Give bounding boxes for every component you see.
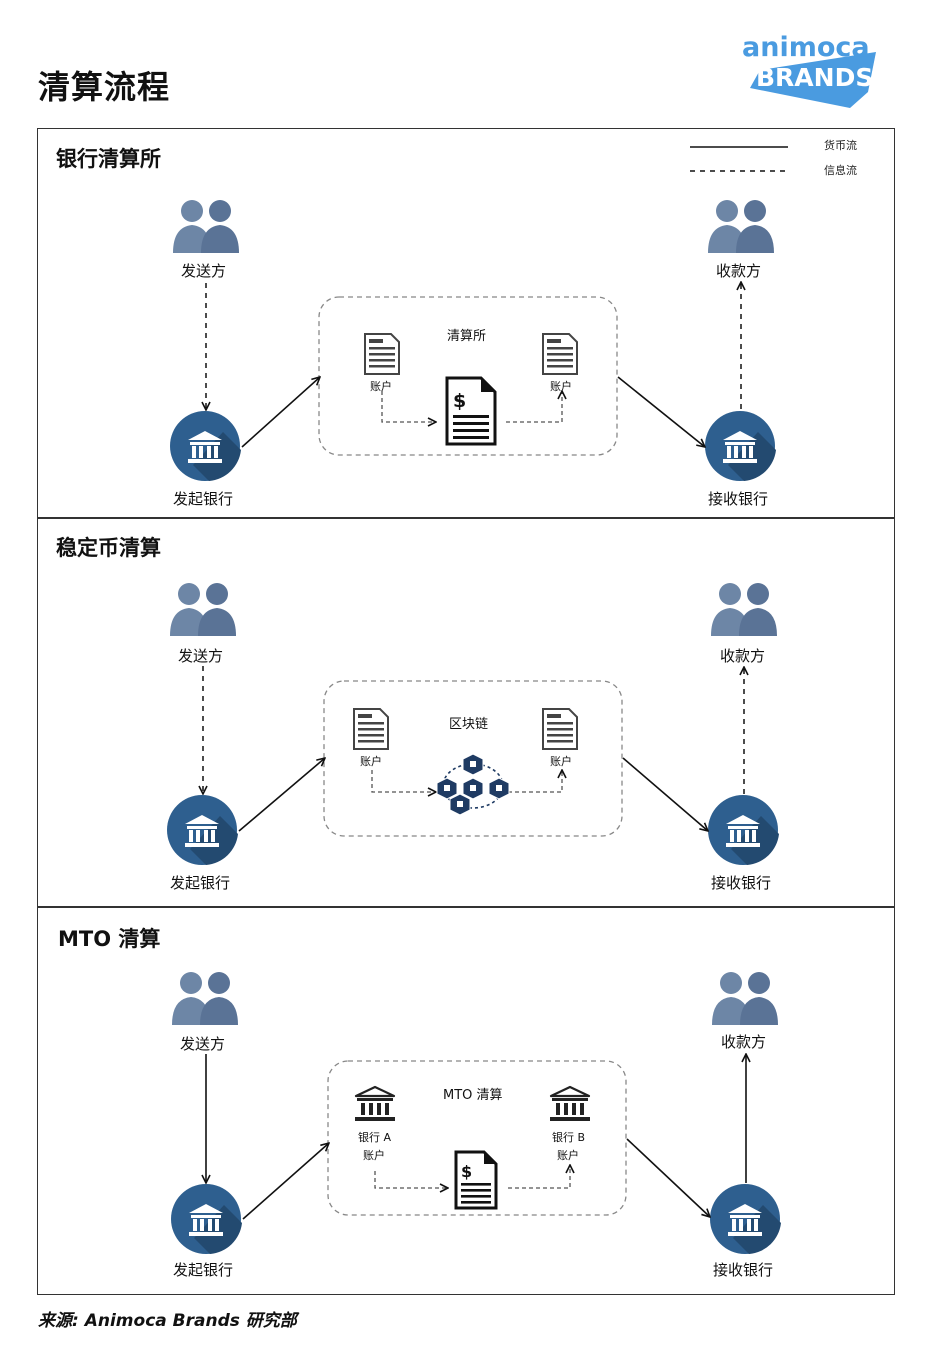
ledger-dollar-doc-icon: $ (454, 1150, 498, 1210)
receiving-bank-icon (705, 411, 776, 481)
receiving-bank-icon (708, 795, 779, 865)
sender-label: 发送方 (178, 647, 224, 665)
account-label-right: 账户 (550, 755, 572, 768)
svg-text:$: $ (461, 1162, 472, 1181)
bank-a-label: 银行 A (358, 1131, 392, 1144)
account-label-right: 账户 (557, 1149, 579, 1162)
account-doc-icon (364, 333, 400, 375)
animoca-brands-logo: animoca BRANDS (738, 26, 888, 110)
account-doc-icon (542, 333, 578, 375)
panel-stablecoin-clearing: 稳定币清算 发送方 收款方 发起银行 接收银行 (37, 517, 895, 908)
legend (690, 146, 788, 172)
svg-text:BRANDS: BRANDS (756, 63, 873, 92)
receiver-label: 收款方 (716, 262, 762, 280)
panel-mto-clearing: MTO 清算 发送方 收款方 发起银行 接收银行 (37, 906, 895, 1295)
account-label-left: 账户 (370, 380, 392, 393)
receiver-people-icon (712, 972, 778, 1025)
sending-bank-icon (167, 795, 238, 865)
flow-arrows (38, 666, 896, 837)
receiver-people-icon (708, 200, 774, 253)
sender-label: 发送方 (181, 262, 227, 280)
sender-people-icon (170, 583, 236, 636)
sending-bank-icon (171, 1184, 242, 1254)
account-doc-icon (353, 708, 389, 750)
svg-text:$: $ (453, 390, 466, 412)
account-label-left: 账户 (363, 1149, 385, 1162)
center-label: 区块链 (449, 717, 489, 732)
panel-title: 银行清算所 (56, 147, 161, 171)
bank-b-label: 银行 B (552, 1131, 586, 1144)
receiving-bank-label: 接收银行 (711, 874, 772, 892)
panel-title: MTO 清算 (58, 927, 161, 951)
flow-arrows (38, 129, 896, 456)
center-label: 清算所 (447, 329, 487, 344)
sender-people-icon (172, 972, 238, 1025)
account-label-left: 账户 (360, 755, 382, 768)
panel-bank-clearing: 银行清算所 货币流 信息流 发送方 收款方 发起银行 接收银行 (37, 128, 895, 519)
legend-money-flow: 货币流 (824, 139, 857, 152)
flow-arrows (38, 907, 896, 1220)
center-label: MTO 清算 (443, 1088, 503, 1103)
sending-bank-label: 发起银行 (173, 1261, 234, 1279)
sending-bank-label: 发起银行 (170, 874, 231, 892)
account-doc-icon (542, 708, 578, 750)
sending-bank-label: 发起银行 (173, 490, 234, 508)
page-title: 清算流程 (38, 68, 171, 106)
receiving-bank-label: 接收银行 (713, 1261, 774, 1279)
legend-info-flow: 信息流 (824, 164, 857, 177)
bank-building-icon (549, 1085, 591, 1121)
bank-building-icon (354, 1085, 396, 1121)
receiver-people-icon (711, 583, 777, 636)
sender-people-icon (173, 200, 239, 253)
sender-label: 发送方 (180, 1035, 226, 1053)
receiving-bank-label: 接收银行 (708, 490, 769, 508)
panel-title: 稳定币清算 (56, 536, 161, 560)
receiver-label: 收款方 (721, 1033, 767, 1051)
blockchain-cubes-icon (436, 753, 510, 816)
ledger-dollar-doc-icon: $ (445, 376, 497, 446)
receiving-bank-icon (710, 1184, 781, 1254)
source-footer: 来源: Animoca Brands 研究部 (38, 1311, 297, 1331)
account-label-right: 账户 (550, 380, 572, 393)
svg-text:animoca: animoca (742, 32, 870, 63)
sending-bank-icon (170, 411, 241, 481)
receiver-label: 收款方 (720, 647, 766, 665)
